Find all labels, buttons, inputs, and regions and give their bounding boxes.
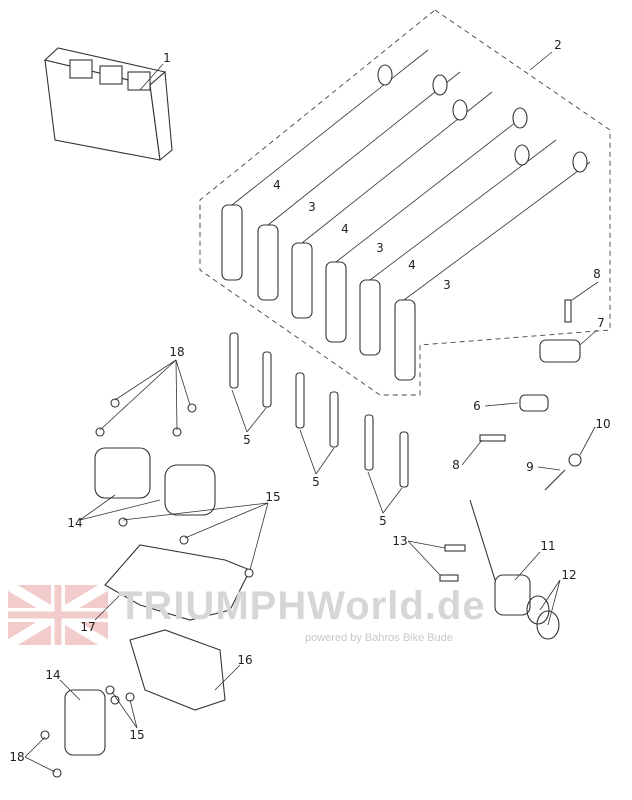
callout-4: 4 <box>408 258 416 272</box>
callout-15: 15 <box>265 490 281 504</box>
callout-10: 10 <box>595 417 611 431</box>
callout-8: 8 <box>593 267 601 281</box>
callout-3: 3 <box>443 278 451 292</box>
sensors <box>469 339 582 640</box>
bracket <box>104 544 251 711</box>
watermark-flag <box>5 580 111 650</box>
callout-4: 4 <box>341 222 349 236</box>
callout-13: 13 <box>392 534 408 548</box>
bolts <box>40 299 572 778</box>
callout-14: 14 <box>67 516 83 530</box>
callout-5: 5 <box>379 514 387 528</box>
callout-5: 5 <box>312 475 320 489</box>
callout-3: 3 <box>376 241 384 255</box>
watermark-subtitle: powered by Bahros Bike Bude <box>305 632 453 644</box>
watermark-title: TRIUMPHWorld.de <box>118 584 486 628</box>
leader-lines <box>24 51 599 773</box>
callout-4: 4 <box>273 178 281 192</box>
callout-15: 15 <box>129 728 145 742</box>
callout-11: 11 <box>540 539 556 553</box>
callout-18: 18 <box>9 750 25 764</box>
spark-plugs <box>229 332 409 488</box>
coils <box>64 447 216 756</box>
callout-14: 14 <box>45 668 61 682</box>
callout-7: 7 <box>597 316 605 330</box>
ht-leads <box>221 49 591 381</box>
ecu-part <box>43 47 173 162</box>
lead-set-boundary <box>199 9 611 396</box>
callout-17: 17 <box>80 620 96 634</box>
callout-2: 2 <box>554 38 562 52</box>
callout-5: 5 <box>243 433 251 447</box>
callout-8: 8 <box>452 458 460 472</box>
callout-9: 9 <box>526 460 534 474</box>
callout-3: 3 <box>308 200 316 214</box>
callout-18: 18 <box>169 345 185 359</box>
callout-6: 6 <box>473 399 481 413</box>
callout-16: 16 <box>237 653 253 667</box>
callout-12: 12 <box>561 568 577 582</box>
callout-1: 1 <box>163 51 171 65</box>
